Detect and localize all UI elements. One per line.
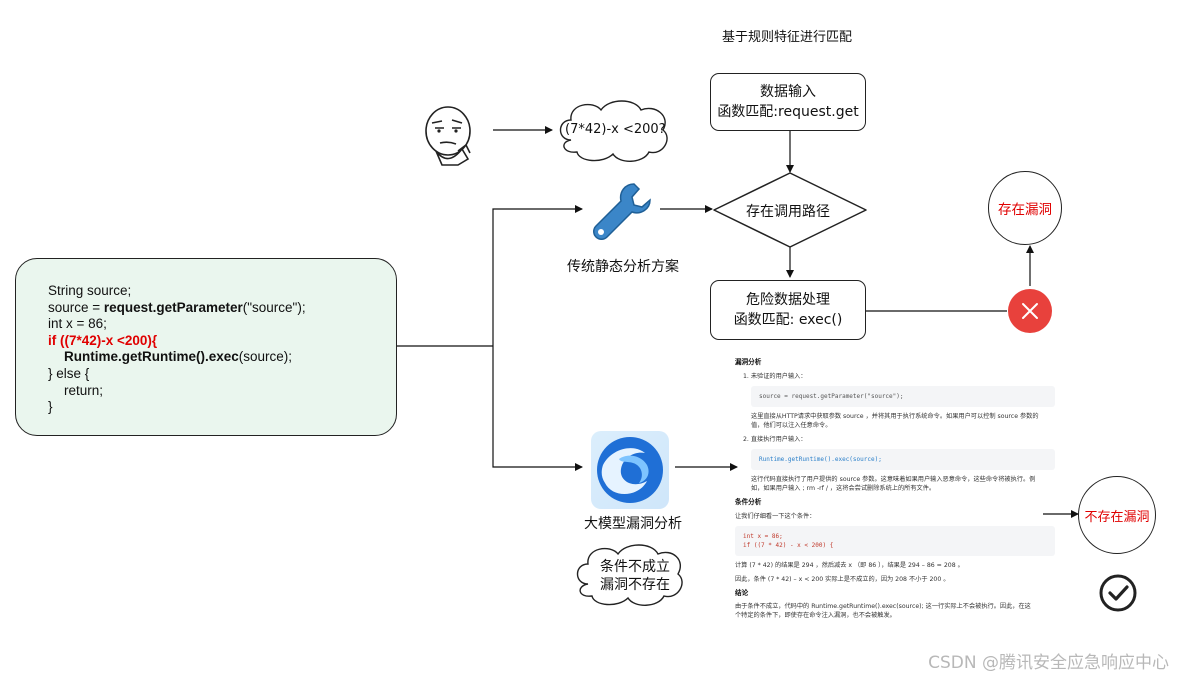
code-line: source = request.getParameter("source"); — [48, 300, 396, 317]
code-line-text: if ((7*42)-x <200){ — [48, 332, 158, 348]
code-line-bold: request.getParameter — [103, 299, 243, 315]
static-analysis-label: 传统静态分析方案 — [567, 259, 679, 275]
code-line-tail: ("source"); — [242, 299, 306, 315]
input-match-line1: 数据输入 — [760, 84, 816, 100]
code-line-text: } — [48, 399, 53, 415]
report-code2-text: Runtime.getRuntime().exec(source); — [759, 456, 882, 463]
code-line: return; — [48, 383, 396, 400]
report-code3a: int x = 86; — [743, 533, 783, 540]
llm-logo-icon — [591, 431, 669, 509]
decision-text: 存在调用路径 — [746, 204, 830, 220]
code-line: Runtime.getRuntime().exec(source); — [48, 349, 396, 366]
input-match-line2: 函数匹配:request.get — [717, 104, 859, 120]
report-item1: 1. 未验证的用户输入： — [743, 373, 807, 380]
code-line-text: source = — [48, 299, 104, 315]
report-code3b: if ((7 * 42) - x < 200) { — [743, 542, 834, 549]
code-line: if ((7*42)-x <200){ — [48, 333, 396, 350]
report-code1-text: source = request.getParameter("source"); — [759, 393, 904, 400]
line-split-up — [492, 205, 583, 346]
report-p3: 让我们仔细看一下这个条件： — [735, 513, 816, 520]
diagram-title: 基于规则特征进行匹配 — [722, 30, 853, 45]
code-line-bold: Runtime.getRuntime().exec — [64, 349, 239, 365]
line-split-down — [492, 346, 583, 471]
code-line: } else { — [48, 366, 396, 383]
result-vulnerable-text: 存在漏洞 — [998, 202, 1052, 218]
close-x-icon — [1008, 289, 1052, 333]
report-item2: 2. 直接执行用户输入： — [743, 436, 807, 443]
code-line-text: String source; — [48, 283, 132, 298]
result-not-vulnerable-text: 不存在漏洞 — [1084, 509, 1150, 525]
danger-match-box: 危险数据处理 函数匹配: exec() — [710, 280, 866, 340]
decision-diamond-shape — [713, 172, 867, 248]
report-code2: Runtime.getRuntime().exec(source); — [751, 449, 1055, 470]
code-line-text: int x = 86; — [48, 316, 107, 332]
report-p5: 因此，条件 (7 * 42) – x < 200 实际上是不成立的，因为 208… — [735, 576, 950, 583]
cloud-conclusion-shape — [576, 544, 683, 606]
report-heading2: 条件分析 — [735, 498, 762, 506]
cloud-conclusion-line1: 条件不成立 — [600, 559, 670, 575]
report-p1: 这里直接从HTTP请求中获取参数 source ，并将其用于执行系统命令。如果用… — [751, 413, 1039, 429]
report-heading3: 结论 — [735, 589, 749, 597]
code-line-text: } else { — [48, 365, 90, 381]
llm-analysis-label: 大模型漏洞分析 — [584, 516, 682, 532]
danger-match-line2: 函数匹配: exec() — [733, 312, 843, 328]
source-code-box: String source;source = request.getParame… — [15, 258, 397, 436]
code-line: } — [48, 399, 396, 416]
wrench-icon — [593, 183, 651, 240]
report-p2: 这行代码直接执行了用户提供的 source 参数。这意味着如果用户输入恶意命令，… — [751, 476, 1036, 492]
cloud-question-text: (7*42)-x <200? — [565, 122, 666, 137]
report-heading: 漏洞分析 — [735, 358, 762, 366]
watermark-text: CSDN @腾讯安全应急响应中心 — [928, 653, 1169, 673]
code-line: int x = 86; — [48, 316, 396, 333]
check-circle-icon — [1099, 574, 1137, 612]
code-line: String source; — [48, 283, 396, 300]
report-p4: 计算 (7 * 42) 的结果是 294 ，然后减去 x （即 86 ），结果是… — [735, 562, 964, 569]
report-code1: source = request.getParameter("source"); — [751, 386, 1055, 407]
cloud-conclusion-line2: 漏洞不存在 — [600, 577, 670, 593]
input-match-box: 数据输入 函数匹配:request.get — [710, 73, 866, 131]
code-line-tail: (source); — [238, 349, 293, 365]
cloud-question-shape — [559, 100, 668, 162]
danger-match-line1: 危险数据处理 — [746, 292, 830, 308]
result-vulnerable-circle: 存在漏洞 — [988, 171, 1062, 245]
llm-report-document: 漏洞分析 1. 未验证的用户输入： source = request.getPa… — [735, 358, 1055, 676]
result-not-vulnerable-circle: 不存在漏洞 — [1078, 476, 1156, 554]
report-p6: 由于条件不成立，代码中的 Runtime.getRuntime().exec(s… — [735, 603, 1031, 619]
code-line-text: return; — [64, 382, 104, 398]
report-code3: int x = 86; if ((7 * 42) - x < 200) { — [735, 526, 1055, 556]
thinking-face-icon — [425, 106, 471, 166]
code-lines: String source;source = request.getParame… — [48, 283, 396, 416]
